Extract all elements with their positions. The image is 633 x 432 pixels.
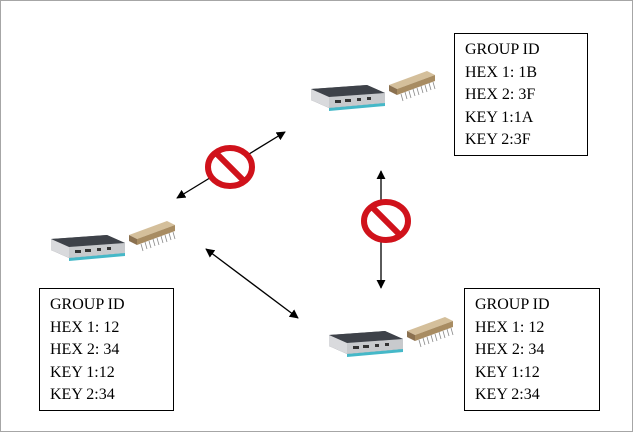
no-entry-icon	[205, 145, 255, 189]
gateway-device-left	[51, 221, 176, 261]
hex1-value: HEX 1: 12	[475, 318, 545, 336]
key1-value: KEY 1:1A	[465, 108, 534, 126]
radio-module-icon	[389, 71, 436, 102]
group-id-label: GROUP ID	[50, 296, 125, 313]
group-info-box-left: GROUP ID HEX 1: 12 HEX 2: 34 KEY 1:12 KE…	[39, 288, 174, 411]
key1-value: KEY 1:12	[475, 363, 540, 381]
hex1-value: HEX 1: 1B	[465, 63, 537, 81]
gateway-device-icon	[329, 331, 403, 357]
gateway-device-right	[329, 317, 454, 357]
radio-module-icon	[407, 317, 454, 348]
no-entry-icon	[361, 199, 411, 243]
group-info-box-right: GROUP ID HEX 1: 12 HEX 2: 34 KEY 1:12 KE…	[464, 288, 600, 411]
group-id-label: GROUP ID	[465, 41, 540, 58]
hex1-value: HEX 1: 12	[50, 318, 120, 336]
hex2-value: HEX 2: 34	[475, 341, 545, 358]
gateway-device-icon	[51, 235, 125, 261]
hex2-value: HEX 2: 34	[50, 341, 120, 358]
gateway-device-icon	[311, 85, 385, 111]
key1-value: KEY 1:12	[50, 363, 115, 381]
gateway-device-top	[311, 71, 436, 111]
group-info-box-top: GROUP ID HEX 1: 1B HEX 2: 3F KEY 1:1A KE…	[454, 33, 588, 156]
link-left-right	[205, 248, 299, 319]
key2-value: KEY 2:34	[50, 386, 115, 403]
key2-value: KEY 2:34	[475, 386, 540, 403]
radio-module-icon	[129, 221, 176, 252]
key2-value: KEY 2:3F	[465, 131, 531, 148]
group-id-label: GROUP ID	[475, 296, 550, 313]
hex2-value: HEX 2: 3F	[465, 86, 536, 103]
